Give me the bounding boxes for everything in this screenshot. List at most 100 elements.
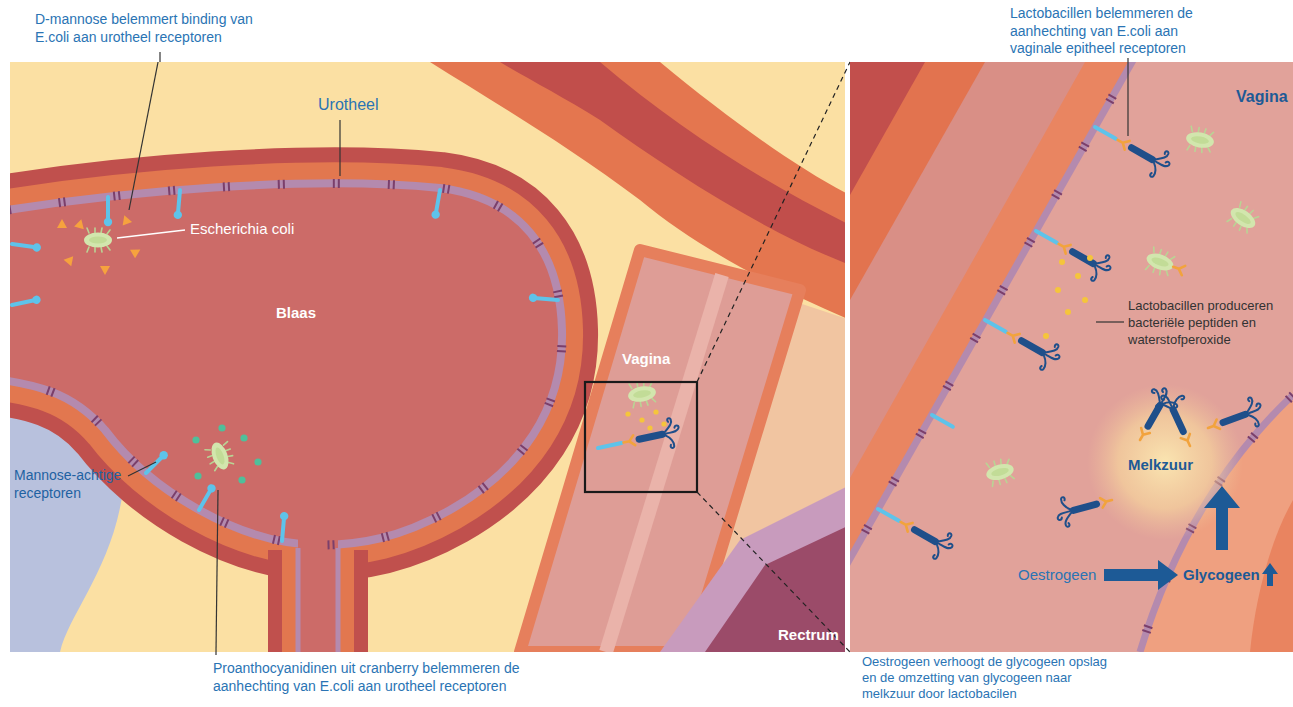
- lactobacillus: [1153, 388, 1204, 452]
- peptides: [1059, 259, 1065, 265]
- flow-arrow: [1104, 560, 1178, 590]
- organ-label: Vagina: [622, 350, 670, 367]
- peptides: [1075, 273, 1081, 279]
- organ-label: Blaas: [276, 304, 316, 321]
- e-coli-bacterium: [1225, 200, 1262, 236]
- proanthocyanidins: [192, 436, 199, 443]
- caption-text: Oestrogeen verhoogt de glycogeen opslag …: [862, 654, 1107, 702]
- urethra-lining: [336, 548, 341, 652]
- callout-text: Proanthocyanidinen uit cranberry belemme…: [213, 659, 593, 695]
- e-coli-bacterium: [1143, 246, 1178, 278]
- peptides: [1065, 309, 1071, 315]
- mannose-receptor: [104, 197, 112, 226]
- flow-arrow: [1204, 486, 1240, 550]
- epithelial-receptor: [977, 307, 1064, 374]
- substance-label: Glycogeen: [1183, 566, 1260, 583]
- bladder-wall: [10, 183, 562, 545]
- mannose-receptor: [173, 190, 184, 220]
- mannose-receptor: [529, 293, 559, 304]
- mannose-receptor: [143, 449, 170, 476]
- vaginal-tissue: [850, 62, 1085, 478]
- peptides: [625, 409, 666, 430]
- muscle-layer: [850, 62, 985, 300]
- substance-label: Oestrogeen: [1018, 566, 1096, 583]
- peptides: [661, 421, 666, 426]
- mannose-receptor: [195, 483, 217, 512]
- peptides: [653, 409, 658, 414]
- e-coli-bacterium: [626, 380, 658, 408]
- lactobacillus: [1053, 485, 1116, 529]
- e-coli-bacterium: [84, 228, 112, 252]
- increase-arrow: [1262, 563, 1278, 586]
- e-coli-bacterium: [1143, 246, 1188, 282]
- proanthocyanidins: [194, 472, 201, 479]
- detail-panel: [850, 62, 1293, 652]
- peptides: [1043, 333, 1049, 339]
- proanthocyanidins: [192, 424, 261, 483]
- zoom-frame: [585, 382, 697, 492]
- callout-text: Lactobacillen belemmeren de aanhechting …: [1010, 5, 1220, 58]
- rectum: [705, 525, 845, 652]
- part-label: Escherichia coli: [190, 220, 294, 237]
- part-label: Urotheel: [318, 96, 378, 114]
- d-mannose-molecule: [74, 218, 86, 229]
- proanthocyanidins: [238, 476, 245, 483]
- leader-line: [128, 462, 156, 476]
- e-coli-bacterium: [204, 439, 236, 474]
- leader-line: [117, 230, 185, 238]
- e-coli-bacterium: [1171, 262, 1185, 275]
- proanthocyanidins: [254, 458, 261, 465]
- leader-line: [1127, 62, 1128, 136]
- zoom-line: [697, 62, 850, 382]
- leader-line: [1096, 321, 1124, 322]
- bladder-lumen: [10, 183, 562, 545]
- peptides: [1043, 255, 1093, 339]
- epithelial-receptor: [870, 496, 957, 563]
- d-mannose-molecule: [64, 253, 77, 266]
- substance-label: Melkzuur: [1128, 456, 1193, 473]
- cell-junctions: [10, 183, 562, 545]
- anatomy-panel: [10, 62, 845, 652]
- outer-layer: [850, 62, 925, 195]
- proanthocyanidins: [218, 424, 225, 431]
- d-mannose-molecule: [57, 219, 67, 228]
- urethra-lumen: [298, 520, 338, 652]
- peptides: [647, 425, 652, 430]
- leader-line: [339, 120, 340, 176]
- zoom-line: [697, 492, 850, 652]
- organ-label: Vagina: [1236, 88, 1288, 106]
- e-coli-bacterium: [983, 457, 1016, 487]
- mannose-receptor: [11, 240, 41, 252]
- urethra-lining: [296, 548, 301, 652]
- mannose-receptor: [11, 295, 41, 309]
- leader-line: [216, 490, 218, 652]
- leader-line: [1127, 58, 1128, 62]
- peptides: [1087, 255, 1093, 261]
- epithelial-receptor: [1087, 114, 1174, 181]
- peptides: [1055, 287, 1061, 293]
- d-mannose-molecule: [130, 245, 143, 258]
- d-mannose-molecule: [120, 214, 132, 226]
- part-label: Mannose-achtige receptoren: [14, 466, 139, 502]
- callout-text: Lactobacillen produceren bacteriële pept…: [1128, 298, 1288, 349]
- peptides: [625, 411, 630, 416]
- peptides: [1082, 297, 1088, 303]
- epithelial-receptor: [1028, 218, 1115, 285]
- rectum-wall: [660, 485, 845, 652]
- mannose-receptor: [431, 189, 444, 219]
- peptides: [639, 417, 644, 422]
- proanthocyanidins: [240, 434, 247, 441]
- leader-line: [215, 652, 216, 655]
- bladder-muscle: [10, 183, 562, 545]
- e-coli-bacterium: [1184, 126, 1216, 154]
- callout-text: D-mannose belemmert binding van E.coli a…: [35, 10, 280, 46]
- vaginal-lumen: [850, 62, 1293, 652]
- epithelial-receptor: [932, 415, 953, 427]
- mannose-receptor: [278, 512, 289, 542]
- epithelial-receptor: [595, 417, 683, 464]
- leader-line: [129, 62, 160, 210]
- leader-line: [159, 52, 160, 62]
- d-mannose-molecule: [100, 266, 110, 275]
- organ-label: Rectrum: [778, 626, 839, 643]
